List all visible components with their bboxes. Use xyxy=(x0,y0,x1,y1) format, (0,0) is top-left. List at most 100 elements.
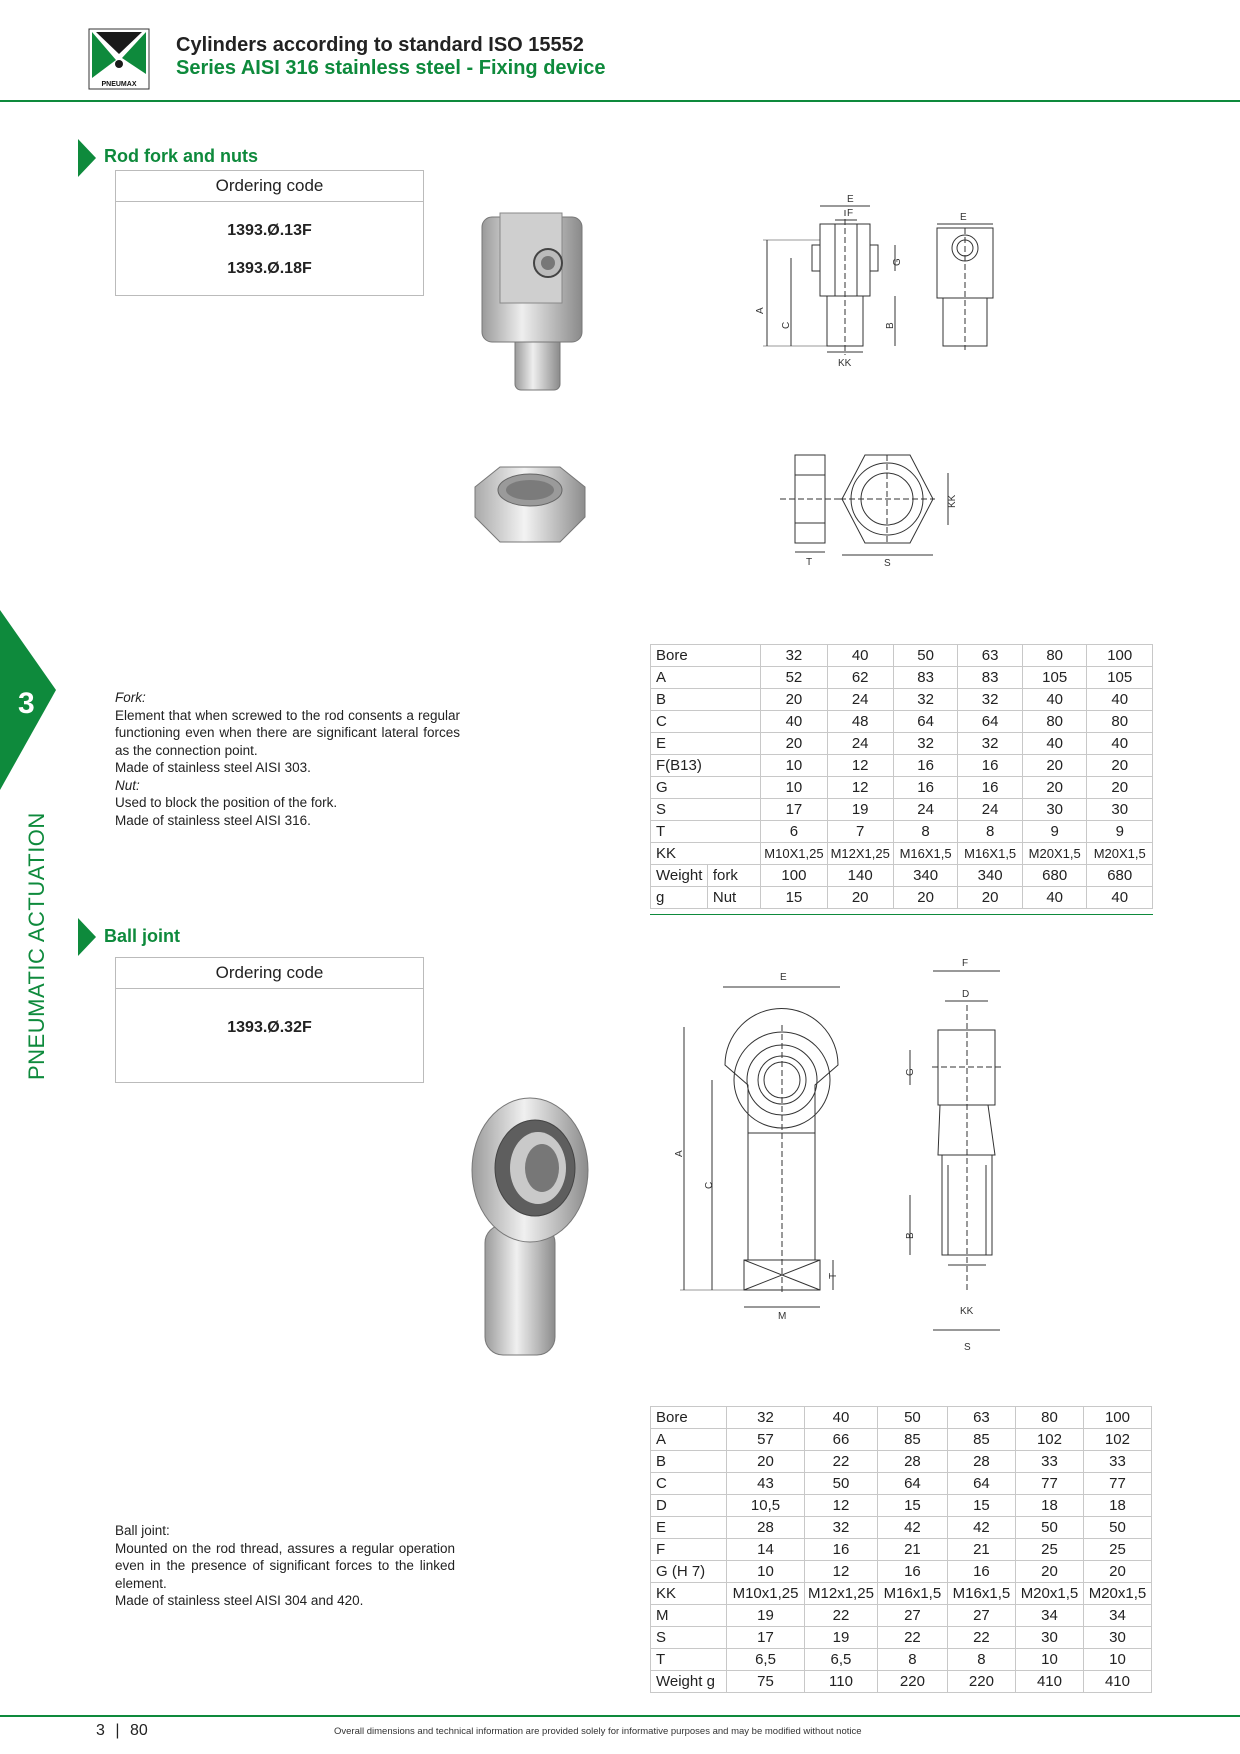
section-arrow-icon xyxy=(78,139,96,177)
table-cell: 20 xyxy=(892,886,959,909)
table-cell: 6 xyxy=(760,820,828,843)
table-cell: 20 xyxy=(760,732,828,755)
table-cell: 50 xyxy=(804,1472,878,1495)
row-label: Weight xyxy=(650,864,708,887)
table-cell: M12X1,25 xyxy=(826,842,894,865)
table-cell: 110 xyxy=(804,1670,878,1693)
table-cell: 17 xyxy=(760,798,828,821)
table-cell: 8 xyxy=(876,1648,948,1671)
table-cell: 340 xyxy=(892,864,959,887)
table-cell: 80 xyxy=(1086,710,1153,733)
table-cell: 30 xyxy=(1014,1626,1084,1649)
table-cell: 340 xyxy=(957,864,1023,887)
table-cell: 40 xyxy=(826,644,894,667)
row-label: E xyxy=(649,732,762,755)
section-divider xyxy=(650,914,1153,915)
table-cell: 12 xyxy=(804,1494,878,1517)
fork-desc-text: Element that when screwed to the rod con… xyxy=(115,707,460,758)
ordering-code: 1393.Ø.13F xyxy=(227,222,312,239)
table-cell: 40 xyxy=(1021,732,1088,755)
table-cell: 40 xyxy=(1021,688,1088,711)
table-cell: 10 xyxy=(726,1560,806,1583)
rod-fork-drawing: E F A C G B KK E xyxy=(755,190,1015,405)
table-cell: 20 xyxy=(826,886,894,909)
dim-label-f: F xyxy=(962,958,968,969)
table-cell: 25 xyxy=(1014,1538,1084,1561)
table-cell: 19 xyxy=(726,1604,806,1627)
table-cell: 83 xyxy=(957,666,1023,689)
page-title: Cylinders according to standard ISO 1555… xyxy=(176,34,584,56)
footer-page: 80 xyxy=(129,1722,148,1739)
ordering-code-header: Ordering code xyxy=(116,171,423,202)
table-cell: M12x1,25 xyxy=(804,1582,878,1605)
row-label: T xyxy=(649,820,762,843)
page-subtitle: Series AISI 316 stainless steel - Fixing… xyxy=(176,57,606,79)
dim-label-e: E xyxy=(780,972,787,983)
table-cell: 16 xyxy=(892,776,959,799)
table-cell: 64 xyxy=(946,1472,1016,1495)
table-cell: 64 xyxy=(892,710,959,733)
table-cell: 40 xyxy=(1021,886,1088,909)
row-label: F(B13) xyxy=(649,754,762,777)
table-cell: 16 xyxy=(957,754,1023,777)
table-cell: 27 xyxy=(876,1604,948,1627)
ball-joint-description: Ball joint: Mounted on the rod thread, a… xyxy=(115,1522,455,1610)
table-cell: 32 xyxy=(760,644,828,667)
dim-label-d: D xyxy=(962,989,969,1000)
table-cell: 50 xyxy=(892,644,959,667)
row-label: C xyxy=(649,710,762,733)
table-cell: M20x1,5 xyxy=(1014,1582,1084,1605)
row-label: g xyxy=(650,886,708,909)
table-cell: 20 xyxy=(1086,776,1153,799)
table-cell: 680 xyxy=(1086,864,1153,887)
table-cell: 102 xyxy=(1014,1428,1084,1451)
dim-label-c: C xyxy=(781,322,792,329)
footer-disclaimer: Overall dimensions and technical informa… xyxy=(334,1726,862,1737)
table-cell: 30 xyxy=(1082,1626,1153,1649)
table-cell: 28 xyxy=(946,1450,1016,1473)
chapter-tab xyxy=(0,610,56,790)
table-cell: 10 xyxy=(1014,1648,1084,1671)
table-cell: M16x1,5 xyxy=(946,1582,1016,1605)
row-label: E xyxy=(649,1516,728,1539)
table-cell: 34 xyxy=(1082,1604,1153,1627)
dim-label-b: B xyxy=(905,1232,916,1239)
table-cell: 80 xyxy=(1021,644,1088,667)
table-cell: 102 xyxy=(1082,1428,1153,1451)
table-cell: 18 xyxy=(1082,1494,1153,1517)
row-label: Weight g xyxy=(649,1670,728,1693)
ball-joint-photo xyxy=(460,1090,600,1375)
table-cell: 85 xyxy=(946,1428,1016,1451)
table-cell: 8 xyxy=(957,820,1023,843)
ball-joint-desc-title: Ball joint: xyxy=(115,1523,170,1538)
table-cell: M20X1,5 xyxy=(1086,842,1153,865)
table-cell: 18 xyxy=(1014,1494,1084,1517)
page-number: 3 | 80 xyxy=(96,1722,148,1739)
table-cell: 52 xyxy=(760,666,828,689)
table-cell: 63 xyxy=(957,644,1023,667)
row-label: M xyxy=(649,1604,728,1627)
table-cell: 6,5 xyxy=(726,1648,806,1671)
row-sublabel: Nut xyxy=(706,886,762,909)
row-label: B xyxy=(649,1450,728,1473)
table-cell: M10x1,25 xyxy=(726,1582,806,1605)
row-label: KK xyxy=(649,1582,728,1605)
table-cell: 22 xyxy=(946,1626,1016,1649)
table-cell: 15 xyxy=(946,1494,1016,1517)
row-label: A xyxy=(649,1428,728,1451)
table-cell: 21 xyxy=(876,1538,948,1561)
pneumax-logo: PNEUMAX xyxy=(88,28,150,90)
table-cell: 20 xyxy=(1014,1560,1084,1583)
table-cell: 32 xyxy=(957,732,1023,755)
dim-label-f: F xyxy=(847,208,853,219)
fork-nut-description: Fork: Element that when screwed to the r… xyxy=(115,689,460,829)
